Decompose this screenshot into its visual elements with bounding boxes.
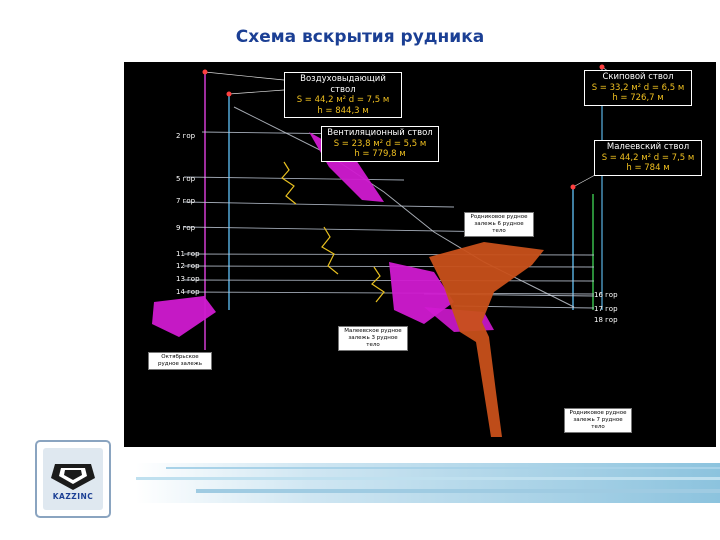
- skip-shaft-name: Скиповой ствол: [588, 72, 688, 83]
- tracer-mid: [322, 227, 338, 274]
- leader-vent: [229, 90, 284, 94]
- maleev-shaft-depth: h = 784 м: [598, 163, 698, 174]
- tracer-lower: [372, 267, 384, 302]
- air-shaft-depth: h = 844,3 м: [288, 106, 398, 117]
- leader-air: [205, 72, 284, 80]
- decorative-band: [136, 463, 720, 503]
- orebody-orange: [429, 242, 544, 437]
- drift-l7: [184, 202, 454, 207]
- page-title: Схема вскрытия рудника: [0, 27, 720, 47]
- zone-label-rodnik7: Родниковое рудное залежь 7 рудное тело: [564, 408, 632, 433]
- logo-text: KAZZINC: [37, 492, 109, 501]
- drift-l9: [184, 227, 504, 232]
- level-label-16: 16 гор: [594, 291, 618, 299]
- skip-shaft-marker: [600, 65, 605, 70]
- maleev-shaft-params: S = 44,2 м² d = 7,5 м: [598, 153, 698, 164]
- air-shaft-marker: [203, 70, 208, 75]
- level-label-7: 7 гор: [176, 197, 195, 205]
- callout-air-shaft: Воздуховыдающий ствол S = 44,2 м² d = 7,…: [284, 72, 402, 118]
- drift-l13: [184, 280, 594, 281]
- orebody-left-magenta: [152, 296, 216, 337]
- kazzinc-logo: KAZZINC: [35, 440, 111, 518]
- air-shaft-params: S = 44,2 м² d = 7,5 м: [288, 95, 398, 106]
- air-shaft-name: Воздуховыдающий ствол: [288, 74, 398, 95]
- mine-diagram: 2 гор 5 гор 7 гор 9 гор 11 гор 12 гор 13…: [124, 62, 716, 447]
- mine-scene-graphic: [124, 62, 716, 447]
- level-label-13: 13 гор: [176, 275, 200, 283]
- maleev-shaft-marker: [571, 185, 576, 190]
- vent-shaft-marker: [227, 92, 232, 97]
- maleev-shaft-name: Малеевский ствол: [598, 142, 698, 153]
- drift-l5: [184, 177, 404, 180]
- level-label-2: 2 гор: [176, 132, 195, 140]
- zone-label-maleev3: Малеевское рудное залежь 3 рудное тело: [338, 326, 408, 351]
- callout-vent-shaft: Вентиляционный ствол S = 23,8 м² d = 5,5…: [321, 126, 439, 162]
- callout-maleev-shaft: Малеевский ствол S = 44,2 м² d = 7,5 м h…: [594, 140, 702, 176]
- skip-shaft-depth: h = 726,7 м: [588, 93, 688, 104]
- level-label-12: 12 гор: [176, 262, 200, 270]
- level-label-14: 14 гор: [176, 288, 200, 296]
- zone-label-october: Октябрьское рудное залежь: [148, 352, 212, 370]
- skip-shaft-params: S = 33,2 м² d = 6,5 м: [588, 83, 688, 94]
- vent-shaft-params: S = 23,8 м² d = 5,5 м: [325, 139, 435, 150]
- tracer-upper: [282, 162, 296, 204]
- vent-shaft-name: Вентиляционный ствол: [325, 128, 435, 139]
- level-label-17: 17 гор: [594, 305, 618, 313]
- callout-skip-shaft: Скиповой ствол S = 33,2 м² d = 6,5 м h =…: [584, 70, 692, 106]
- level-label-5: 5 гор: [176, 175, 195, 183]
- zone-label-rodnik6: Родниковое рудное залежь 6 рудное тело: [464, 212, 534, 237]
- level-label-9: 9 гор: [176, 224, 195, 232]
- level-label-11: 11 гор: [176, 250, 200, 258]
- drift-l12: [184, 266, 594, 267]
- vent-shaft-depth: h = 779,8 м: [325, 149, 435, 160]
- level-label-18: 18 гор: [594, 316, 618, 324]
- drift-l14: [184, 292, 594, 294]
